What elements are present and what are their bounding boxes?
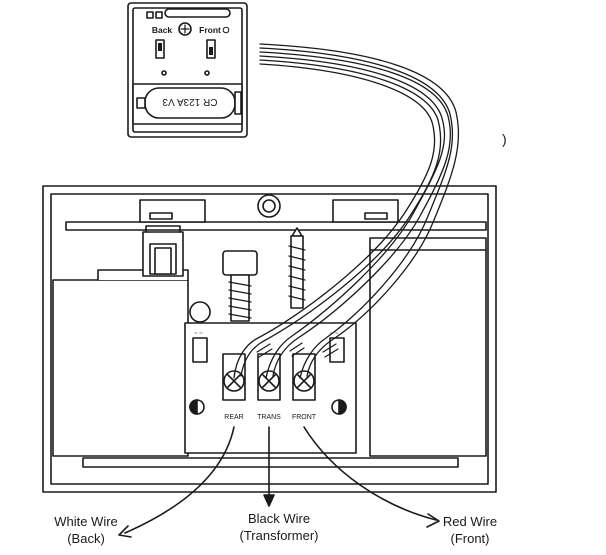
white-wire-name: White Wire <box>54 514 118 529</box>
battery-icon <box>136 87 242 119</box>
right-solenoid <box>369 237 487 457</box>
battery-label: CR 123A V3 <box>162 96 217 107</box>
red-wire-name: Red Wire <box>442 514 498 529</box>
terminal-label-front: FRONT <box>292 414 317 421</box>
left-solenoid <box>52 225 211 457</box>
front-switch-label: Front <box>199 25 221 35</box>
front-switch-icon <box>206 39 216 59</box>
terminal-label-trans: TRANS <box>257 414 281 421</box>
back-switch-label: Back <box>152 25 173 35</box>
wires <box>215 43 460 379</box>
terminal-screw-trans-icon <box>257 353 281 401</box>
red-wire-sub: (Front) <box>450 531 490 546</box>
terminal-block: ~ ~ ~ ~ <box>184 322 357 454</box>
black-wire-sub: (Transformer) <box>239 528 319 543</box>
white-wire-sub: (Back) <box>67 531 105 546</box>
back-switch-icon <box>155 39 165 59</box>
terminal-label-rear: REAR <box>224 414 243 421</box>
chime-springs <box>222 227 306 322</box>
center-screw-icon <box>257 194 281 218</box>
callout-arrows <box>118 426 440 538</box>
black-wire-callout: Black Wire (Transformer) <box>229 510 329 544</box>
svg-text:~ ~: ~ ~ <box>330 331 339 337</box>
front-indicator-icon <box>222 26 230 34</box>
red-wire-callout: Red Wire (Front) <box>432 513 508 547</box>
white-wire-callout: White Wire (Back) <box>44 513 128 547</box>
receiver-module <box>127 2 248 138</box>
stray-bracket-mark: ) <box>502 131 507 147</box>
black-wire-name: Black Wire <box>247 511 311 526</box>
program-button-icon <box>178 22 192 36</box>
svg-text:~ ~: ~ ~ <box>194 331 203 337</box>
